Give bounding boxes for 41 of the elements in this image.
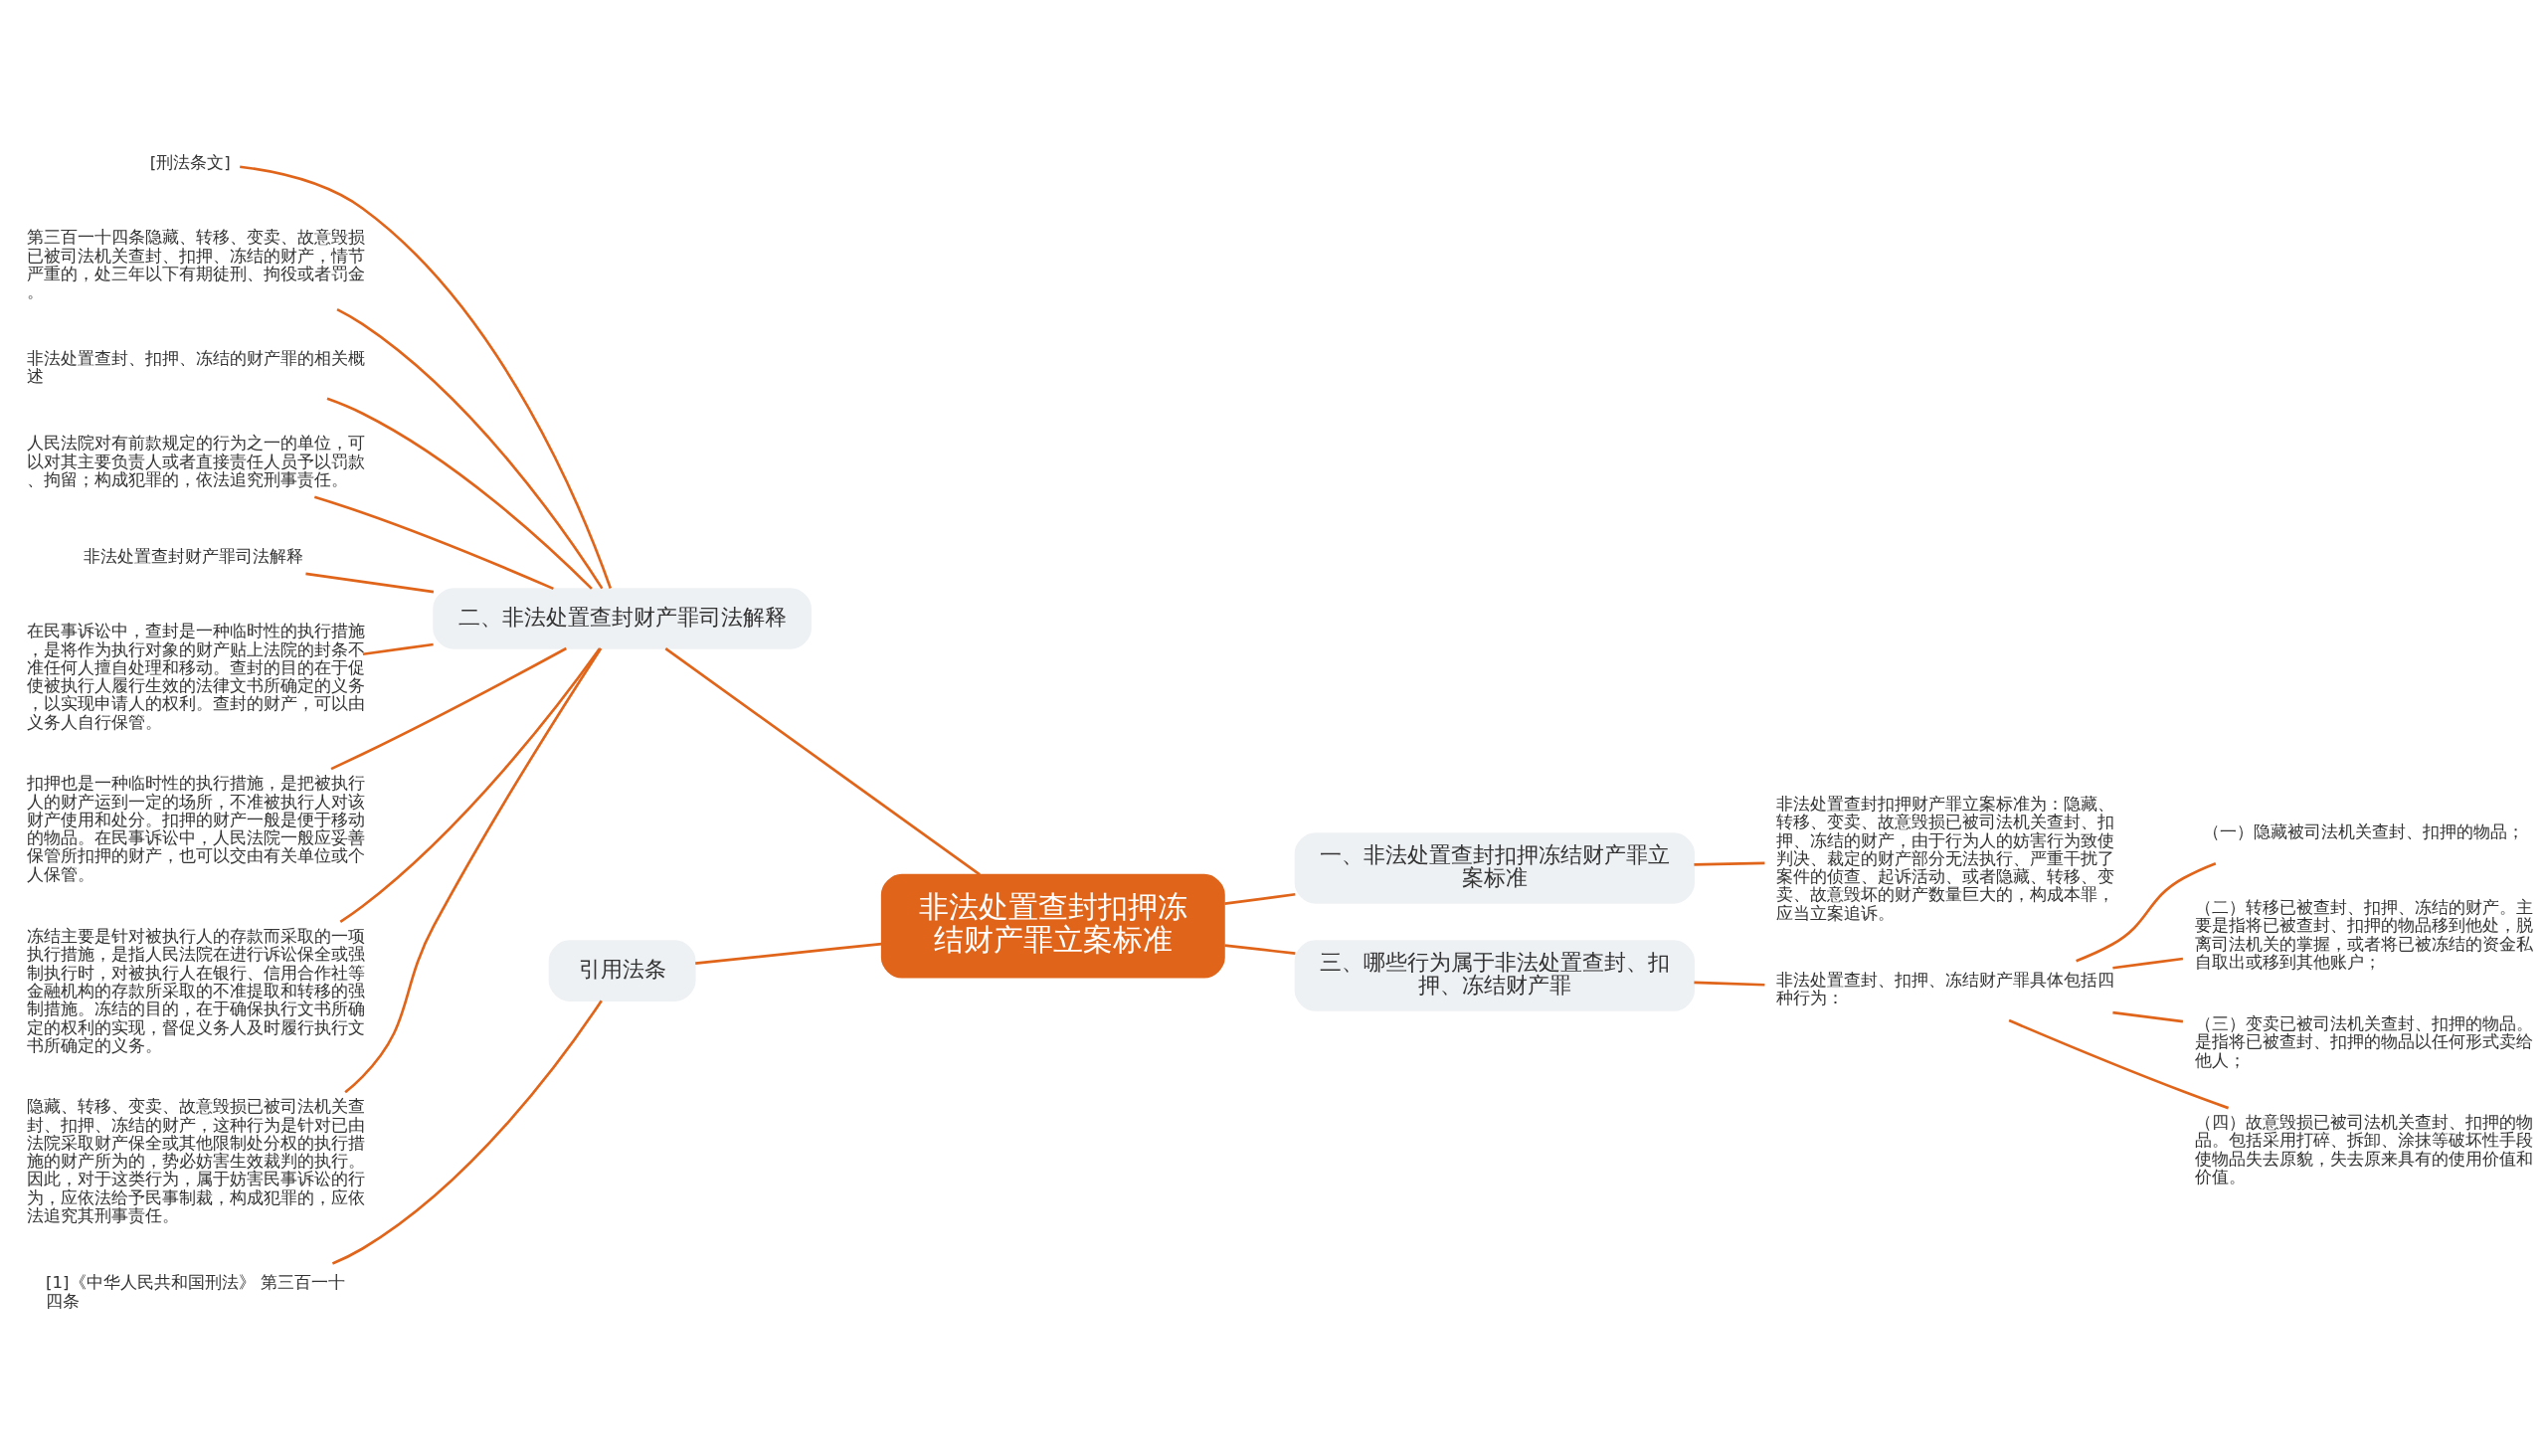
connector — [2076, 861, 2217, 962]
node-box: 引用法条 — [548, 939, 696, 1001]
node-box: 一、非法处置查封扣押冻结财产罪立案标准 — [1294, 831, 1696, 904]
connector — [331, 999, 603, 1265]
connector — [1694, 861, 1765, 866]
node-text: [1]《中华人民共和国刑法》 第三百一十四条 — [46, 1272, 345, 1311]
connector — [1224, 943, 1296, 955]
connector — [1694, 981, 1765, 987]
node-text: 非法处置查封、扣押、冻结财产罪具体包括四种行为： — [1776, 970, 2115, 1007]
connector — [240, 164, 613, 589]
node-text: 非法处置查封、扣押、冻结的财产罪的相关概述 — [26, 348, 365, 386]
node-box: 二、非法处置查封财产罪司法解释 — [433, 587, 813, 649]
connector — [362, 642, 434, 655]
connector — [1224, 892, 1296, 905]
node-text: （三）变卖已被司法机关查封、扣押的物品。是指将已被查封、扣押的物品以任何形式卖给他人； — [2195, 1013, 2534, 1070]
node-text: 扣押也是一种临时性的执行措施，是把被执行人的财产运到一定的场所，不准被执行人对该财产使用和处分。扣押的财产一般是便于移动的物品。在民事诉讼中，人民法院一般应妥善保管所扣押的财产，也可以交由有关单位或个人保管。 — [26, 773, 365, 884]
connector — [326, 397, 593, 590]
node-text: 非法处置查封扣押财产罪立案标准为：隐藏、转移、变卖、故意毁损已被司法机关查封、扣押、冻结的财产，由于行为人的妨害行为致使判决、裁定的财产部分无法执行、严重干扰了案件的侦查、起诉活动、或者隐藏、转移、变卖、故意毁坏的财产数量巨大的，构成本罪，应当立案追诉。 — [1776, 794, 2115, 923]
connector — [2112, 957, 2184, 970]
node-text: 人民法院对有前款规定的行为之一的单位，可以对其主要负责人或者直接责任人员予以罚款、拘留；构成犯罪的，依法追究刑事责任。 — [26, 433, 365, 489]
connector — [2008, 1018, 2230, 1109]
node-text: （一）隐藏被司法机关查封、扣押的物品； — [2203, 821, 2525, 841]
connector — [344, 646, 603, 1093]
connector — [336, 307, 604, 589]
connector — [2112, 1010, 2184, 1022]
connector — [339, 646, 602, 923]
node-text: 冻结主要是针对被执行人的存款而采取的一项执行措施，是指人民法院在进行诉讼保全或强制执行时，对被执行人在银行、信用合作社等金融机构的存款所采取的不准提取和转移的强制措施。冻结的目的，在于确保执行文书所确定的权利的实现，督促义务人及时履行执行文书所确定的义务。 — [26, 926, 365, 1055]
connector — [695, 942, 882, 965]
connector — [664, 646, 981, 875]
node-text: （二）转移已被查封、扣押、冻结的财产。主要是指将已被查封、扣押的物品移到他处，脱离司法机关的掌握，或者将已被冻结的资金私自取出或移到其他账户； — [2195, 897, 2534, 972]
connector — [313, 495, 554, 590]
node-text: 非法处置查封财产罪司法解释 — [84, 546, 304, 566]
node-text: （四）故意毁损已被司法机关查封、扣押的物品。包括采用打碎、拆卸、涂抹等破坏性手段使物品失去原貌，失去原来具有的使用价值和价值。 — [2195, 1112, 2534, 1186]
node-box: 非法处置查封扣押冻结财产罪立案标准 — [880, 873, 1225, 979]
node-text: 隐藏、转移、变卖、故意毁损已被司法机关查封、扣押、冻结的财产，这种行为是针对已由法院采取财产保全或其他限制处分权的执行措施的财产所为的，势必妨害生效裁判的执行。因此，对于这类行为，属于妨害民事诉讼的行为，应依法给予民事制裁，构成犯罪的，应依法追究其刑事责任。 — [26, 1096, 365, 1225]
connector — [305, 572, 435, 593]
connector — [330, 646, 567, 770]
node-text: 第三百一十四条隐藏、转移、变卖、故意毁损已被司法机关查封、扣押、冻结的财产，情节严重的，处三年以下有期徒刑、拘役或者罚金。 — [26, 227, 365, 301]
node-text: 在民事诉讼中，查封是一种临时性的执行措施，是将作为执行对象的财产贴上法院的封条不准任何人擅自处理和移动。查封的目的在于促使被执行人履行生效的法律文书所确定的义务，以实现申请人的权利。查封的财产，可以由义务人自行保管。 — [26, 621, 365, 732]
node-box: 三、哪些行为属于非法处置查封、扣押、冻结财产罪 — [1294, 939, 1696, 1011]
node-text: [刑法条文] — [149, 152, 231, 172]
